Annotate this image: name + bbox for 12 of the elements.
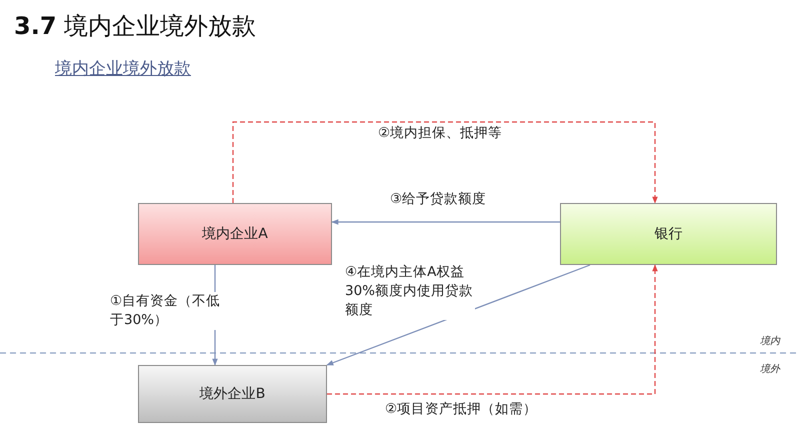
region-label: 境内: [760, 334, 780, 348]
edge-label: ④在境内主体A权益30%额度内使用贷款额度: [345, 263, 475, 320]
arrow: [327, 264, 658, 395]
title: 3.7 境内企业境外放款: [14, 11, 256, 42]
subtitle: 境内企业境外放款: [55, 58, 191, 80]
arrow: [326, 264, 590, 366]
arrow: [232, 121, 658, 204]
company-box: 境外企业B: [138, 365, 327, 423]
arrow: [331, 219, 560, 225]
region-label: 境外: [760, 362, 780, 376]
company-box: 境内企业A: [138, 203, 332, 265]
bank-box: 银行: [560, 203, 777, 265]
